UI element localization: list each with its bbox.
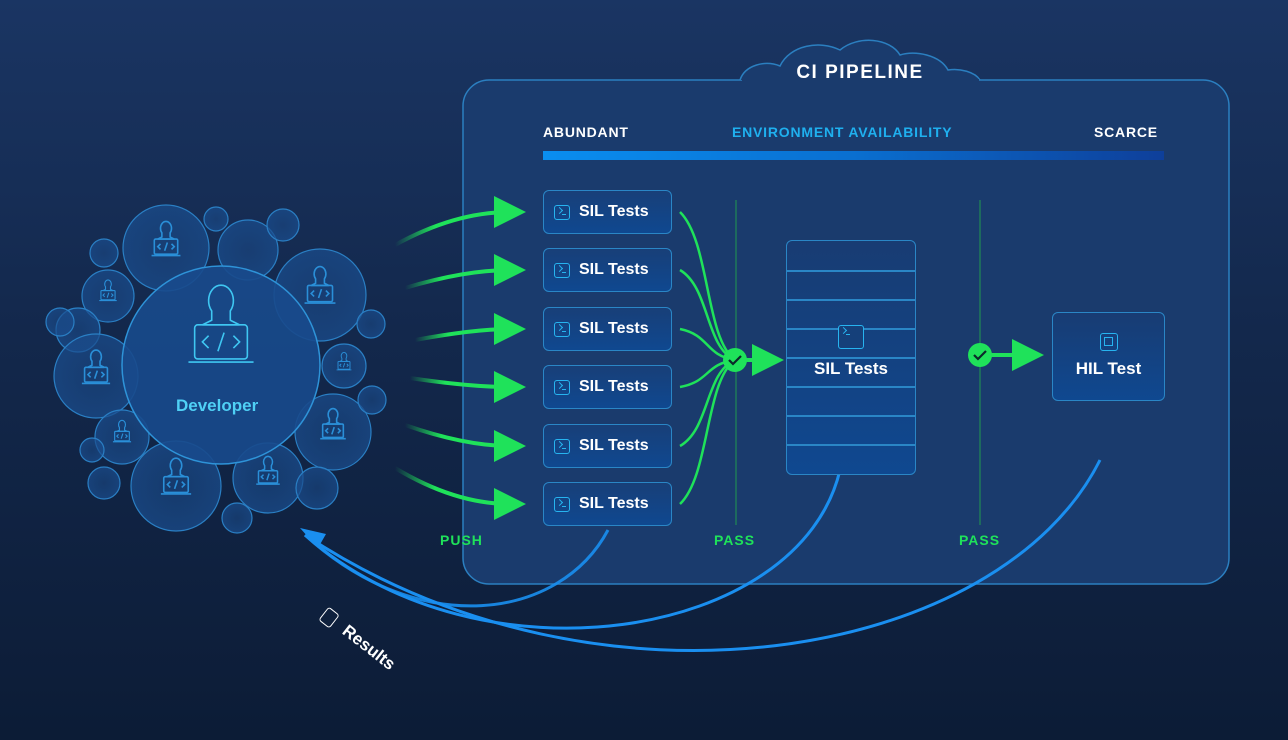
empty-bubble bbox=[89, 238, 119, 268]
sil-queue-label: SIL Tests bbox=[813, 359, 888, 378]
developer-laptop-icon bbox=[151, 220, 181, 257]
empty-bubble bbox=[295, 466, 339, 510]
push-arrow bbox=[394, 196, 526, 247]
hil-test-box: HIL Test bbox=[1052, 312, 1165, 401]
sil-test-box: SIL Tests bbox=[543, 482, 672, 526]
results-arrows bbox=[300, 459, 1102, 653]
push-arrow bbox=[404, 423, 526, 462]
pass-label-2: PASS bbox=[959, 532, 1001, 548]
results-arrowhead bbox=[300, 528, 326, 548]
axis-center-label: ENVIRONMENT AVAILABILITY bbox=[732, 124, 953, 140]
empty-bubble bbox=[221, 502, 253, 534]
terminal-icon bbox=[554, 438, 570, 454]
pipeline-title: CI PIPELINE bbox=[796, 62, 924, 83]
availability-gradient-bar bbox=[543, 151, 1164, 160]
developer-laptop-icon bbox=[256, 455, 280, 485]
push-label: PUSH bbox=[440, 532, 483, 548]
sil-test-label: SIL Tests bbox=[579, 495, 649, 512]
sil-test-box: SIL Tests bbox=[543, 307, 672, 351]
developer-label: Developer bbox=[176, 396, 259, 415]
terminal-icon bbox=[838, 325, 864, 349]
developer-laptop-icon bbox=[188, 284, 254, 363]
sil-test-label: SIL Tests bbox=[579, 320, 649, 337]
empty-bubble bbox=[356, 309, 386, 339]
terminal-icon bbox=[554, 204, 570, 220]
sil-test-box: SIL Tests bbox=[543, 365, 672, 409]
push-arrow bbox=[404, 254, 526, 290]
sil-test-label: SIL Tests bbox=[579, 261, 649, 278]
cloud-shape bbox=[739, 39, 981, 81]
sil-test-box: SIL Tests bbox=[543, 190, 672, 234]
empty-bubble bbox=[266, 208, 300, 242]
pass-label-1: PASS bbox=[714, 532, 756, 548]
merge-curve bbox=[679, 211, 736, 362]
developer-laptop-icon bbox=[336, 352, 352, 371]
developer-cluster bbox=[45, 204, 387, 534]
sil-queue: SIL Tests bbox=[786, 240, 916, 475]
empty-bubble bbox=[87, 466, 121, 500]
chip-icon bbox=[1099, 333, 1118, 351]
axis-left-label: ABUNDANT bbox=[543, 124, 629, 140]
developer-laptop-icon bbox=[160, 457, 192, 495]
developer-laptop-icon bbox=[304, 265, 336, 304]
developer-laptop-icon bbox=[320, 407, 346, 440]
hil-test-label: HIL Test bbox=[1075, 359, 1142, 378]
terminal-icon bbox=[554, 321, 570, 337]
terminal-icon bbox=[554, 262, 570, 278]
push-arrow bbox=[409, 370, 526, 403]
pass-check-icon-2 bbox=[968, 343, 992, 367]
empty-bubble bbox=[357, 385, 387, 415]
empty-bubble bbox=[79, 437, 105, 463]
sil-test-box: SIL Tests bbox=[543, 248, 672, 292]
developer-laptop-icon bbox=[81, 349, 111, 385]
push-arrows bbox=[393, 196, 526, 520]
push-arrow bbox=[414, 313, 526, 346]
pass-check-icon-1 bbox=[723, 348, 747, 372]
push-arrow bbox=[393, 466, 526, 520]
developer-laptop-icon bbox=[99, 279, 117, 302]
developer-bubble bbox=[121, 265, 321, 465]
empty-bubble bbox=[45, 307, 75, 337]
sil-test-label: SIL Tests bbox=[579, 378, 649, 395]
developer-laptop-icon bbox=[112, 419, 132, 443]
sil-test-label: SIL Tests bbox=[579, 437, 649, 454]
sil-test-label: SIL Tests bbox=[579, 203, 649, 220]
empty-bubble bbox=[203, 206, 229, 232]
axis-right-label: SCARCE bbox=[1094, 124, 1158, 140]
terminal-icon bbox=[554, 379, 570, 395]
sil-test-box: SIL Tests bbox=[543, 424, 672, 468]
terminal-icon bbox=[554, 496, 570, 512]
merge-curve bbox=[679, 358, 736, 505]
